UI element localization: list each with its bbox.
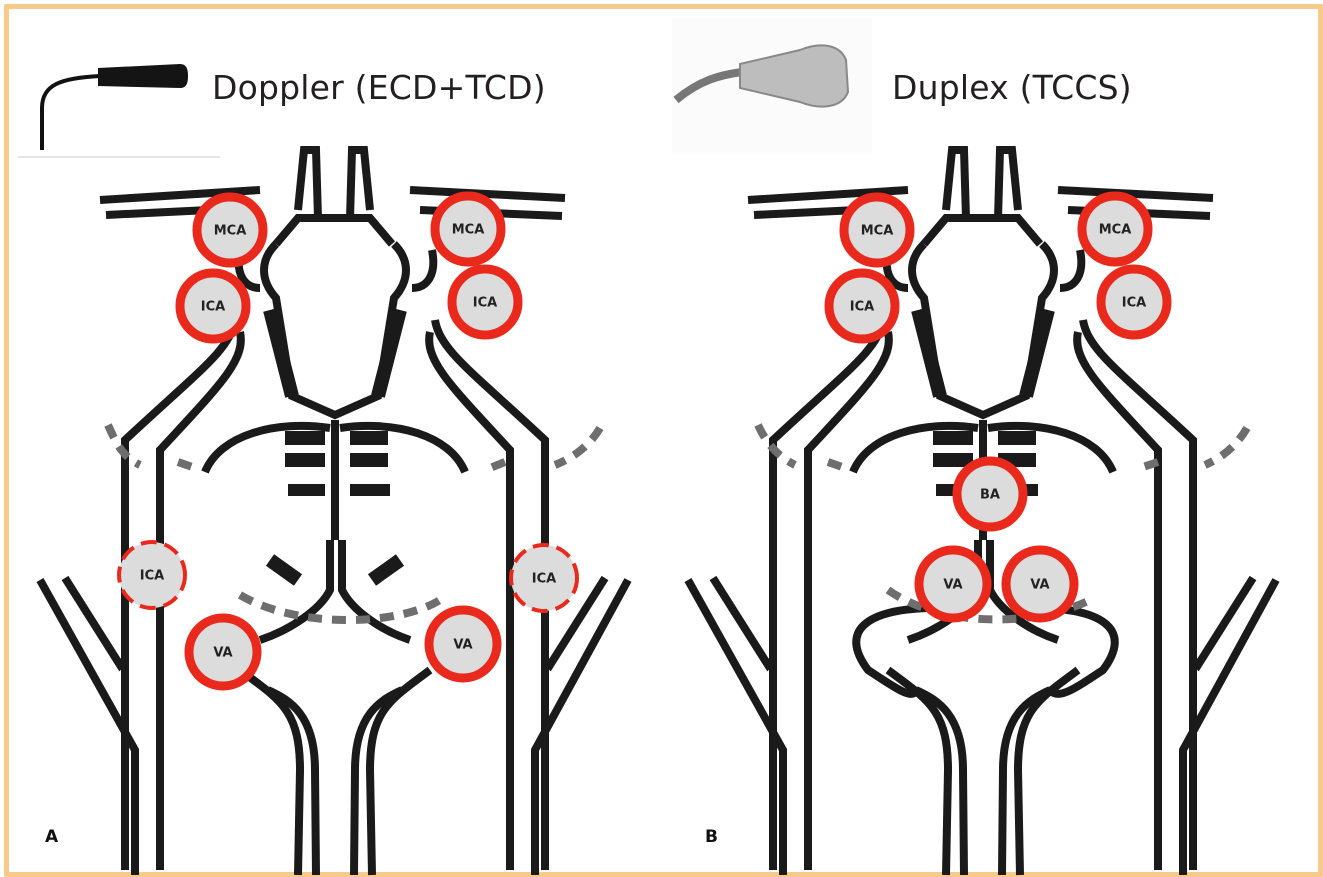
marker-ica-extracranial-right: ICA [511,545,577,611]
svg-text:MCA: MCA [1099,223,1132,238]
marker-mca-left: MCA [844,197,910,263]
marker-ica-right: ICA [452,269,518,335]
svg-text:VA: VA [943,578,962,593]
svg-text:ICA: ICA [140,569,164,584]
marker-ica-left: ICA [829,273,895,339]
svg-text:VA: VA [453,638,472,653]
marker-va-left: VA [189,618,257,686]
svg-text:ICA: ICA [201,300,225,315]
marker-ba: BA [957,461,1023,527]
marker-ica-left: ICA [180,273,246,339]
svg-text:ICA: ICA [1122,296,1146,311]
svg-text:MCA: MCA [452,223,485,238]
marker-ica-right: ICA [1101,269,1167,335]
svg-text:ICA: ICA [473,296,497,311]
panel-a-letter: A [45,827,58,847]
svg-text:MCA: MCA [861,224,894,239]
svg-text:MCA: MCA [214,224,247,239]
transducer-probe-icon [672,18,872,153]
svg-text:VA: VA [213,646,232,661]
panel-b-letter: B [705,827,718,847]
marker-ica-extracranial-left: ICA [119,542,185,608]
svg-text:ICA: ICA [850,300,874,315]
panel-a-title: Doppler (ECD+TCD) [212,68,546,107]
svg-text:ICA: ICA [532,572,556,587]
marker-mca-right: MCA [1082,196,1148,262]
svg-text:BA: BA [980,488,1000,503]
svg-text:VA: VA [1030,578,1049,593]
pencil-probe-icon [18,15,220,157]
marker-va-left: VA [919,550,987,618]
marker-va-right: VA [429,610,497,678]
marker-mca-right: MCA [435,196,501,262]
panel-b-title: Duplex (TCCS) [892,68,1132,107]
marker-mca-left: MCA [197,197,263,263]
marker-va-right: VA [1006,550,1074,618]
panel-a-vessels [40,150,628,875]
